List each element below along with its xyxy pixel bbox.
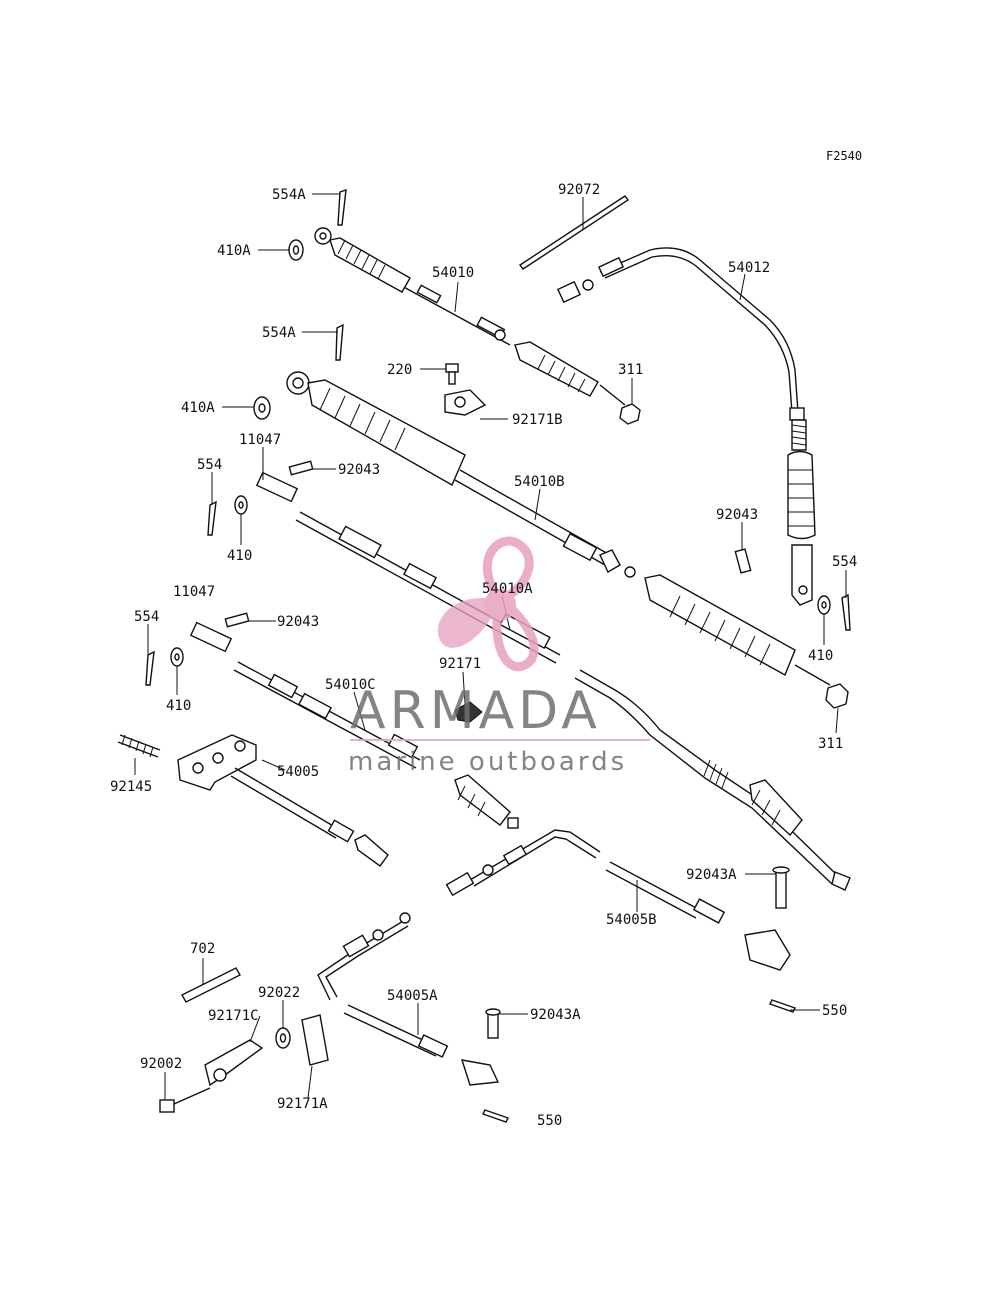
label-554: 554 — [197, 457, 222, 473]
label-92171: 92171 — [439, 656, 481, 672]
nut-311-1 — [619, 403, 641, 425]
label-410: 410 — [808, 648, 833, 664]
label-11047: 11047 — [239, 432, 281, 448]
cable-54010 — [314, 227, 636, 416]
label-54005: 54005 — [277, 764, 319, 780]
pin-92043-3 — [224, 612, 250, 628]
label-702: 702 — [190, 941, 215, 957]
label-92145: 92145 — [110, 779, 152, 795]
propeller-logo — [437, 536, 539, 672]
cotter-pin-554-1 — [207, 500, 217, 536]
spring-54010A — [703, 759, 729, 789]
pipe-702 — [181, 967, 241, 1003]
label-554: 554 — [134, 609, 159, 625]
label-311: 311 — [818, 736, 843, 752]
cable-54012 — [556, 247, 816, 606]
cotter-pin-554-3 — [145, 650, 155, 686]
label-92043: 92043 — [277, 614, 319, 630]
bracket-92171A — [301, 1014, 329, 1066]
cable-54010C — [233, 661, 519, 829]
pin-92043A-1 — [775, 869, 787, 909]
cable-54005B — [445, 829, 791, 971]
boot-ribs-54010C — [457, 785, 486, 817]
label-92171B: 92171B — [512, 412, 563, 428]
cable-54010A — [295, 511, 851, 891]
spring-54012 — [791, 424, 807, 446]
pin-92043-2 — [734, 548, 752, 574]
label-92043A: 92043A — [686, 867, 737, 883]
pin-92043-1 — [288, 460, 314, 476]
clip-92171 — [454, 701, 483, 723]
boot-ribs-54010B-upper — [319, 387, 406, 451]
boot-ribs-54010A — [751, 789, 781, 826]
label-410A: 410A — [181, 400, 215, 416]
adjuster-11047-2 — [189, 621, 233, 653]
bracket-92171C — [204, 1039, 264, 1087]
label-54005B: 54005B — [606, 912, 657, 928]
part-labels: 554A 410A 54010 92072 54012 554A 220 311… — [110, 182, 857, 1129]
adjuster-11047-1 — [255, 471, 299, 503]
label-311: 311 — [618, 362, 643, 378]
label-92043A: 92043A — [530, 1007, 581, 1023]
boot-ribs-54012 — [788, 469, 815, 527]
bolt-220 — [445, 363, 459, 373]
label-410A: 410A — [217, 243, 251, 259]
label-550: 550 — [822, 1003, 847, 1019]
label-554: 554 — [832, 554, 857, 570]
watermark-brand: ARMADA — [350, 681, 601, 741]
nut-311-2 — [825, 683, 849, 709]
label-54010B: 54010B — [514, 474, 565, 490]
label-92002: 92002 — [140, 1056, 182, 1072]
boot-ribs-54010-upper — [337, 239, 386, 280]
label-554A: 554A — [262, 325, 296, 341]
cotter-550-2 — [482, 1109, 509, 1123]
spring-92145 — [117, 734, 161, 758]
figure-code: F2540 — [826, 149, 862, 163]
leader-lines — [134, 193, 847, 1100]
cotter-pin-554A-2 — [335, 323, 344, 361]
rod-92072 — [518, 195, 630, 270]
boot-ribs-54010B-lower — [669, 595, 771, 666]
cotter-pin-554-2 — [841, 593, 851, 631]
label-54010: 54010 — [432, 265, 474, 281]
small-parts — [117, 188, 851, 1123]
label-92022: 92022 — [258, 985, 300, 1001]
cable-54010B — [286, 371, 831, 686]
cable-54005 — [177, 734, 389, 867]
bolt-92002 — [159, 1099, 175, 1113]
label-54010C: 54010C — [325, 677, 376, 693]
label-11047: 11047 — [173, 584, 215, 600]
label-54010A: 54010A — [482, 581, 533, 597]
label-92043: 92043 — [716, 507, 758, 523]
label-220: 220 — [387, 362, 412, 378]
boot-ribs-54010-lower — [537, 354, 586, 393]
label-410: 410 — [166, 698, 191, 714]
pin-92043A-2 — [487, 1011, 499, 1039]
watermark-tagline: marine outboards — [348, 747, 627, 777]
cotter-pin-554A-1 — [337, 188, 347, 226]
watermark: ARMADA marine outboards — [348, 536, 650, 777]
label-54012: 54012 — [728, 260, 770, 276]
label-92072: 92072 — [558, 182, 600, 198]
label-554A: 554A — [272, 187, 306, 203]
label-92171A: 92171A — [277, 1096, 328, 1112]
label-92171C: 92171C — [208, 1008, 259, 1024]
label-54005A: 54005A — [387, 988, 438, 1004]
label-92043: 92043 — [338, 462, 380, 478]
cable-54005A — [317, 912, 500, 1086]
label-410: 410 — [227, 548, 252, 564]
cotter-550-1 — [769, 999, 796, 1013]
label-550: 550 — [537, 1113, 562, 1129]
